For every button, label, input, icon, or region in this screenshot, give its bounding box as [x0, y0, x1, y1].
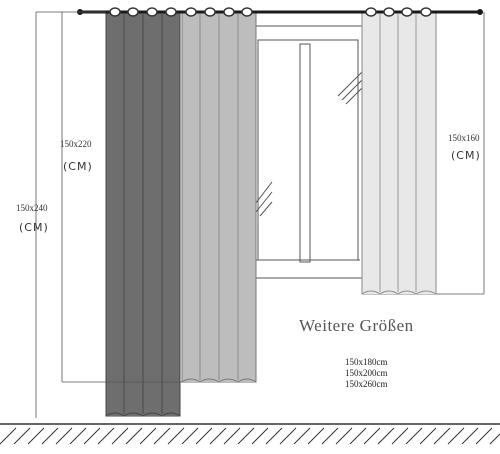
more-sizes-title: Weitere Größen — [299, 316, 414, 335]
dimension-unit-240: (CM) — [19, 221, 49, 234]
dark-curtain — [105, 11, 181, 417]
dimension-label-220: 150x220 — [60, 139, 92, 149]
floor — [0, 423, 500, 445]
grommets — [109, 7, 432, 17]
dimension-label-160: 150x160 — [448, 133, 480, 143]
mid-curtain — [181, 11, 257, 383]
size-item: 150x260cm — [345, 379, 388, 389]
dimension-lines — [35, 11, 485, 418]
size-item: 150x200cm — [345, 368, 388, 378]
dimension-unit-160: (CM) — [451, 149, 481, 162]
dimension-unit-220: (CM) — [63, 160, 93, 173]
more-sizes-list: 150x180cm 150x200cm 150x260cm — [345, 357, 388, 390]
dimension-label-240: 150x240 — [16, 203, 48, 213]
window — [249, 25, 363, 279]
size-item: 150x180cm — [345, 357, 388, 367]
light-curtain — [361, 11, 437, 295]
